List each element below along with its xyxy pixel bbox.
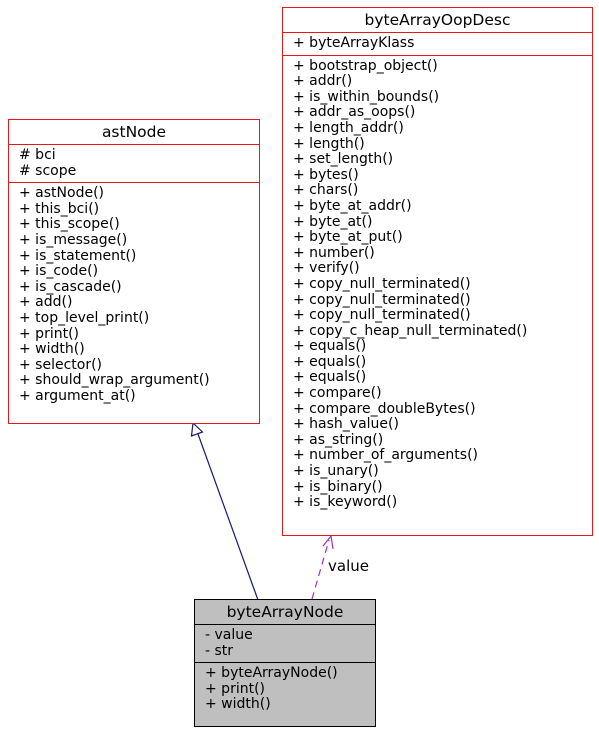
inheritance-edge bbox=[197, 433, 259, 601]
method: + byte_at_addr() bbox=[293, 197, 412, 214]
method: + length() bbox=[293, 135, 365, 152]
method: + hash_value() bbox=[293, 416, 399, 433]
methods-section: + bootstrap_object() + addr() + is_withi… bbox=[283, 56, 592, 514]
method: + copy_null_terminated() bbox=[293, 291, 471, 308]
method: + is_cascade() bbox=[19, 278, 122, 295]
usage-edge-label: value bbox=[328, 557, 369, 575]
method: + set_length() bbox=[293, 151, 394, 168]
method: + copy_c_heap_null_terminated() bbox=[293, 322, 528, 339]
method: + this_scope() bbox=[19, 216, 120, 233]
method: + print() bbox=[205, 680, 265, 697]
method: + print() bbox=[19, 325, 79, 342]
method: + addr() bbox=[293, 73, 353, 90]
method: + byteArrayNode() bbox=[205, 665, 338, 682]
attribute: # scope bbox=[19, 162, 77, 179]
method: + compare() bbox=[293, 385, 382, 402]
class-astNode: astNode # bci # scope + astNode() + this… bbox=[8, 119, 260, 424]
method: + number_of_arguments() bbox=[293, 447, 478, 464]
method: + is_code() bbox=[19, 263, 99, 280]
class-title: astNode bbox=[9, 120, 259, 145]
method: + top_level_print() bbox=[19, 309, 150, 326]
inheritance-arrowhead bbox=[190, 421, 204, 437]
method: + selector() bbox=[19, 356, 103, 373]
method: + should_wrap_argument() bbox=[19, 372, 210, 389]
method: + width() bbox=[205, 696, 271, 713]
method: + astNode() bbox=[19, 185, 105, 202]
attributes-section: - value - str bbox=[195, 625, 375, 664]
class-title: byteArrayNode bbox=[195, 600, 375, 625]
method: + is_keyword() bbox=[293, 494, 398, 511]
attribute: + byteArrayKlass bbox=[293, 35, 415, 51]
attribute: # bci bbox=[19, 147, 56, 163]
usage-edge bbox=[311, 539, 330, 600]
method: + addr_as_oops() bbox=[293, 104, 416, 121]
method: + argument_at() bbox=[19, 387, 136, 404]
class-byteArrayOopDesc: byteArrayOopDesc + byteArrayKlass + boot… bbox=[282, 7, 593, 536]
method: + byte_at() bbox=[293, 213, 373, 230]
method: + equals() bbox=[293, 338, 367, 355]
method: + number() bbox=[293, 244, 375, 261]
attributes-section: # bci # scope bbox=[9, 145, 259, 184]
class-title: byteArrayOopDesc bbox=[283, 8, 592, 33]
method: + as_string() bbox=[293, 431, 384, 448]
method: + equals() bbox=[293, 369, 367, 386]
class-byteArrayNode: byteArrayNode - value - str + byteArrayN… bbox=[194, 599, 376, 727]
methods-section: + byteArrayNode() + print() + width() bbox=[195, 663, 375, 716]
attributes-section: + byteArrayKlass bbox=[283, 33, 592, 56]
method: + is_message() bbox=[19, 231, 128, 248]
method: + byte_at_put() bbox=[293, 229, 403, 246]
method: + compare_doubleBytes() bbox=[293, 400, 476, 417]
method: + length_addr() bbox=[293, 119, 404, 136]
method: + copy_null_terminated() bbox=[293, 275, 471, 292]
methods-section: + astNode() + this_bci() + this_scope() … bbox=[9, 183, 259, 407]
method: + verify() bbox=[293, 260, 360, 277]
method: + copy_null_terminated() bbox=[293, 307, 471, 324]
method: + width() bbox=[19, 341, 85, 358]
method: + is_unary() bbox=[293, 463, 379, 480]
method: + is_within_bounds() bbox=[293, 88, 440, 105]
usage-arrowhead bbox=[322, 534, 334, 550]
method: + is_binary() bbox=[293, 478, 383, 495]
attribute: - value bbox=[205, 627, 253, 643]
method: + is_statement() bbox=[19, 247, 137, 264]
attribute: - str bbox=[205, 642, 234, 659]
method: + chars() bbox=[293, 182, 359, 199]
method: + bytes() bbox=[293, 166, 359, 183]
method: + bootstrap_object() bbox=[293, 57, 438, 74]
method: + equals() bbox=[293, 353, 367, 370]
method: + add() bbox=[19, 294, 73, 311]
method: + this_bci() bbox=[19, 200, 100, 217]
